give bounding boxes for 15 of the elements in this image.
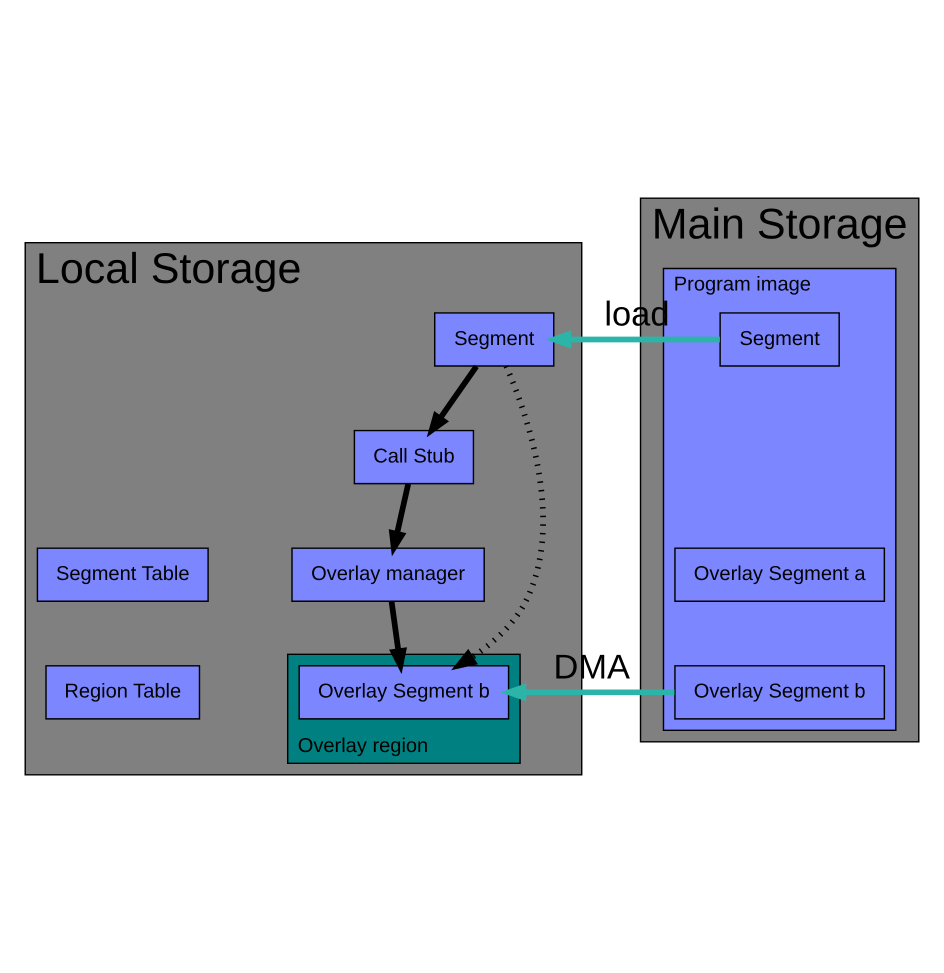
node-box: Region Table bbox=[45, 665, 200, 720]
node-box: Overlay manager bbox=[291, 547, 485, 602]
arrow bbox=[500, 683, 674, 702]
arrow bbox=[388, 483, 411, 556]
node-box: Overlay Segment a bbox=[674, 547, 886, 602]
arrow bbox=[426, 364, 479, 438]
arrow bbox=[545, 330, 720, 349]
node-box: Segment Table bbox=[36, 547, 209, 602]
arrow bbox=[388, 601, 408, 674]
node-box: Call Stub bbox=[354, 430, 474, 484]
arrow bbox=[451, 365, 546, 670]
node-box: Overlay Segment b bbox=[674, 665, 886, 720]
node-box: Overlay Segment b bbox=[298, 665, 510, 720]
node-box: Segment bbox=[719, 312, 840, 367]
node-box: Segment bbox=[434, 312, 554, 367]
